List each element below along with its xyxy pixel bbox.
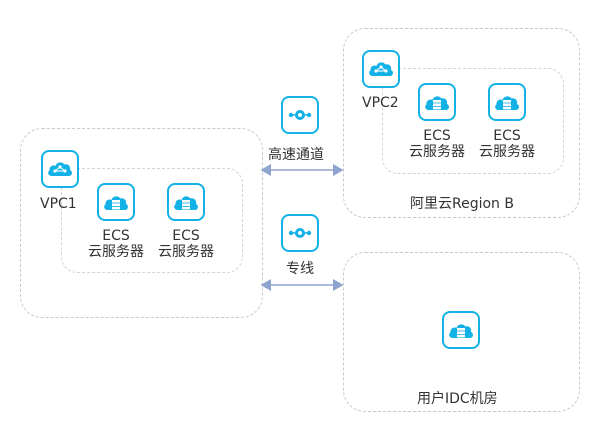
idc-container xyxy=(343,252,580,412)
region-b-container xyxy=(343,28,580,218)
cloud-server-icon xyxy=(488,83,526,121)
express-connect-label: 高速通道 xyxy=(268,147,324,163)
left-region-container xyxy=(20,128,263,318)
dedicated-line-node-icon xyxy=(281,214,319,252)
region-b-label: 阿里云Region B xyxy=(410,196,514,212)
vpc2-cloud-network-icon xyxy=(362,50,400,88)
vpc1-label: VPC1 xyxy=(40,196,77,212)
express-connect-node-icon xyxy=(281,96,319,134)
vpc2-label: VPC2 xyxy=(362,95,399,111)
cloud-server-icon xyxy=(97,183,135,221)
dedicated-line-label: 专线 xyxy=(286,261,314,277)
idc-label: 用户IDC机房 xyxy=(417,391,498,407)
cloud-server-icon xyxy=(167,183,205,221)
vpc2-container xyxy=(382,68,564,174)
cloud-server-icon xyxy=(442,311,480,349)
cloud-server-icon xyxy=(418,83,456,121)
vpc1-container xyxy=(61,168,243,273)
vpc1-cloud-network-icon xyxy=(41,150,79,188)
